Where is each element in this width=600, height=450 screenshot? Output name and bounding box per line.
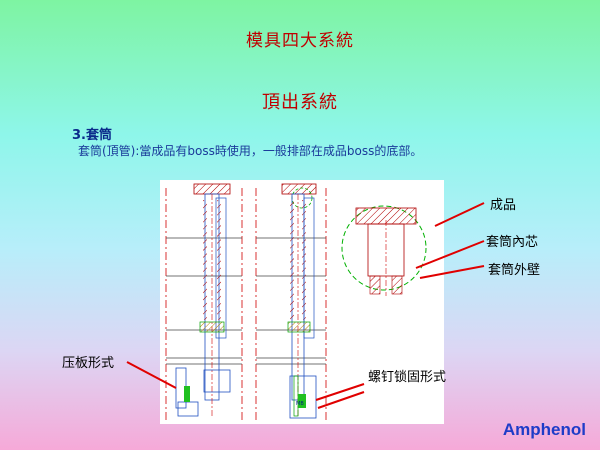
callout-screw-type: 螺钉锁固形式 [368, 370, 447, 385]
callout-product: 成品 [490, 198, 517, 213]
callout-sleeve-core: 套筒內芯 [486, 235, 539, 250]
svg-text:MB: MB [296, 401, 304, 407]
item-description: 套筒(頂管):當成品有boss時使用，一般排部在成品boss的底部。 [78, 144, 423, 158]
section-title: 頂出系統 [262, 92, 338, 113]
detail-view [341, 205, 427, 296]
callout-plate-type: 压板形式 [62, 356, 115, 371]
brand-logo: Amphenol [502, 420, 586, 439]
technical-drawing: MB [160, 180, 444, 424]
callout-sleeve-wall: 套筒外壁 [488, 263, 541, 278]
left-assembly [165, 183, 243, 420]
item-heading: 3.套筒 [72, 128, 112, 143]
sleeve-ejector-diagram: MB [165, 183, 427, 420]
slide-title: 模具四大系統 [246, 31, 354, 51]
middle-assembly: MB [255, 183, 327, 420]
